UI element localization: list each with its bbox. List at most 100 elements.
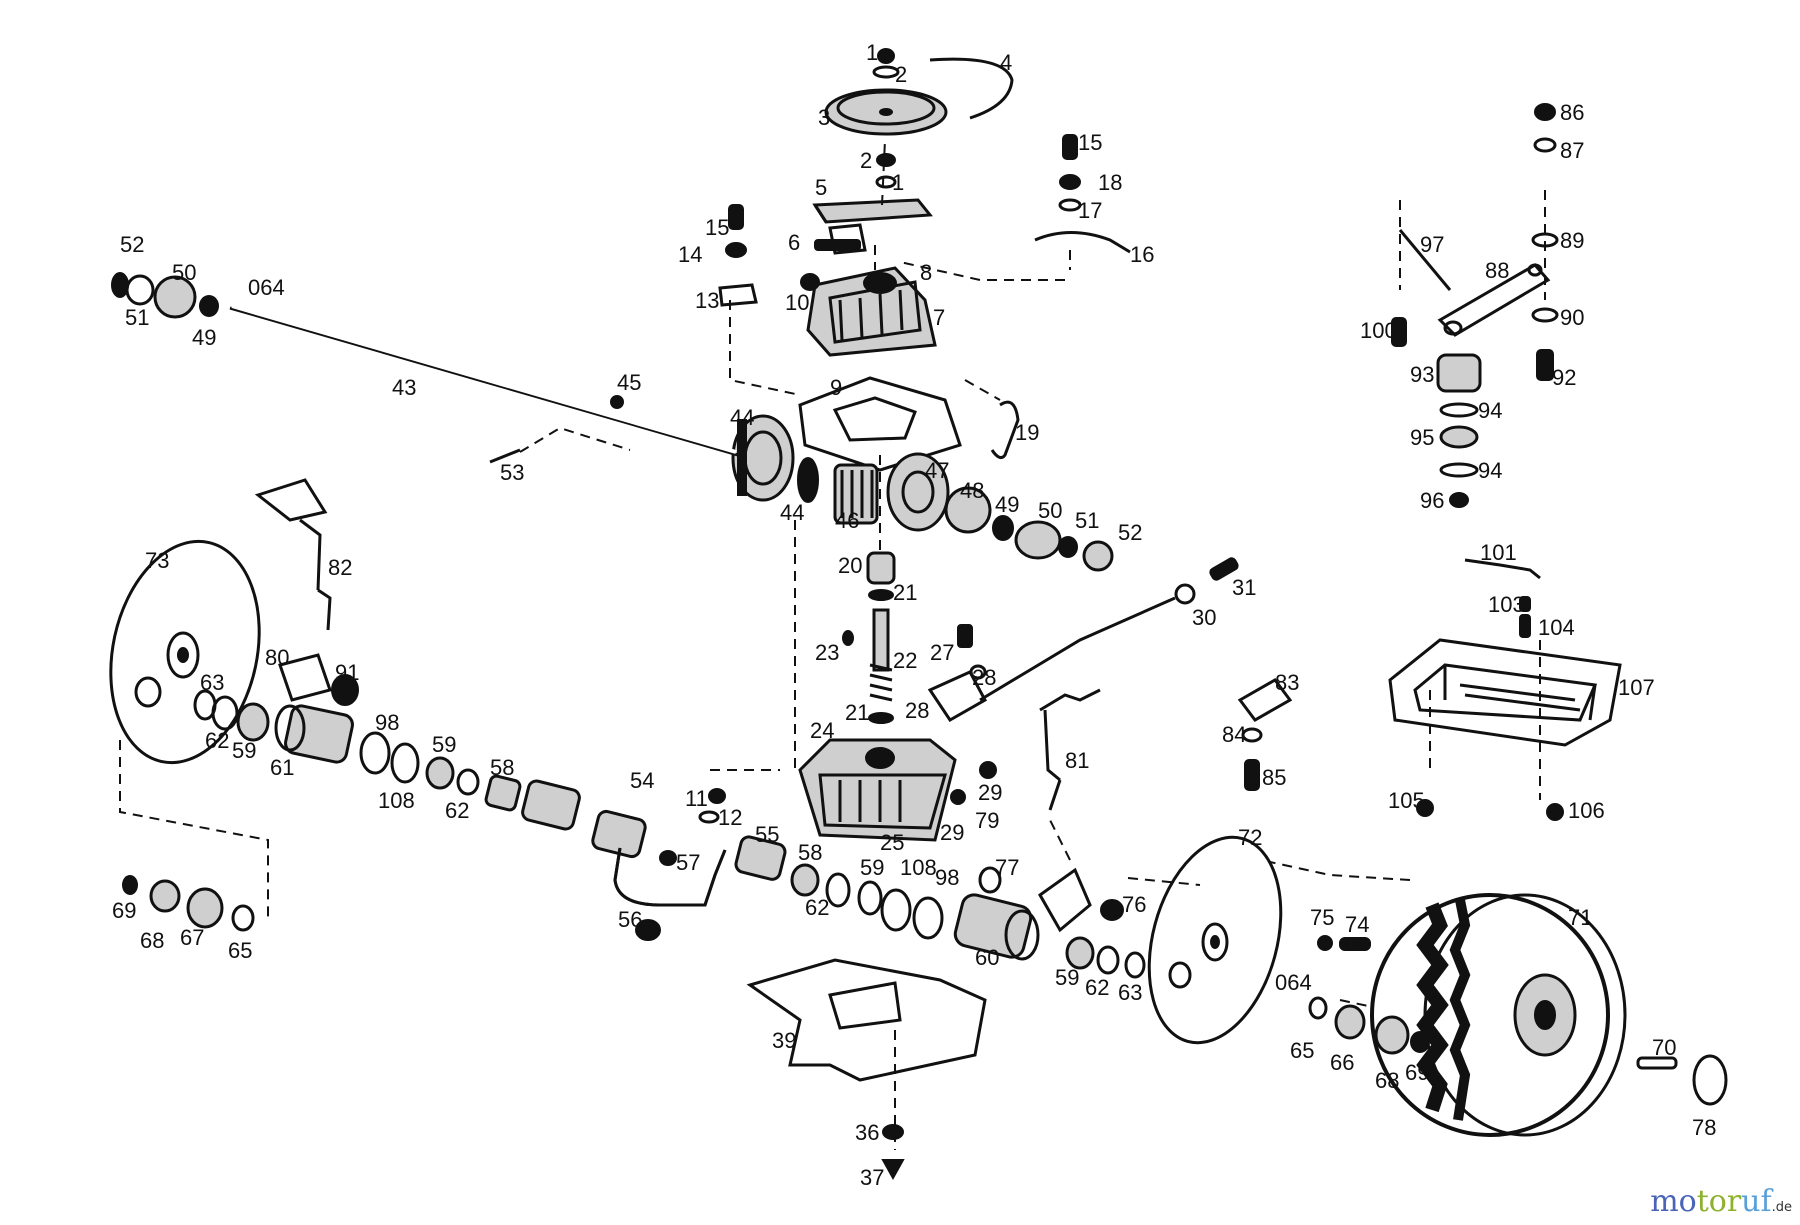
callout-6: 6 (788, 230, 800, 255)
callout-28b: 28 (905, 698, 929, 723)
callout-66: 66 (1330, 1050, 1354, 1075)
callout-29a: 29 (978, 780, 1002, 805)
callout-83: 83 (1275, 670, 1299, 695)
callout-2: 2 (895, 62, 907, 87)
callout-75: 75 (1310, 905, 1334, 930)
callout-44b: 44 (780, 500, 804, 525)
callout-91: 91 (335, 660, 359, 685)
callout-064b: 064 (1275, 970, 1312, 995)
callout-36: 36 (855, 1120, 879, 1145)
callout-62c: 62 (805, 895, 829, 920)
callout-94b: 94 (1478, 458, 1502, 483)
key-pin-53 (489, 426, 631, 464)
callout-69a: 69 (112, 898, 136, 923)
callout-49b: 49 (995, 492, 1019, 517)
callout-79: 79 (975, 808, 999, 833)
callout-85: 85 (1262, 765, 1286, 790)
callout-97: 97 (1420, 232, 1444, 257)
callout-87: 87 (1560, 138, 1584, 163)
callout-62d: 62 (1085, 975, 1109, 1000)
callout-82: 82 (328, 555, 352, 580)
right-hubcap-72 (1147, 835, 1283, 1045)
callout-10: 10 (785, 290, 809, 315)
callout-7: 7 (933, 305, 945, 330)
callout-1: 1 (866, 40, 878, 65)
callout-54: 54 (630, 768, 654, 793)
gearbox-top-cover (812, 198, 933, 255)
callout-53: 53 (500, 460, 524, 485)
deck-plate-39 (746, 958, 987, 1181)
lower-gearbox-casing (798, 738, 957, 842)
callout-78: 78 (1692, 1115, 1716, 1140)
washer-29b (950, 789, 966, 805)
callout-63a: 63 (200, 670, 224, 695)
callout-74: 74 (1345, 912, 1369, 937)
callout-31: 31 (1232, 575, 1256, 600)
watermark-part-2: tor (1696, 1184, 1742, 1219)
callout-21b: 21 (845, 700, 869, 725)
callout-80: 80 (265, 645, 289, 670)
callout-55: 55 (755, 822, 779, 847)
rear-flap-107 (1388, 638, 1622, 821)
callout-107: 107 (1618, 675, 1655, 700)
callout-45: 45 (617, 370, 641, 395)
callout-72: 72 (1238, 825, 1262, 850)
callout-103: 103 (1488, 592, 1525, 617)
watermark-tld: .de (1771, 1200, 1792, 1215)
callout-105: 105 (1388, 788, 1425, 813)
callout-15b: 15 (1078, 130, 1102, 155)
callout-47: 47 (925, 458, 949, 483)
callout-65b: 65 (1290, 1038, 1314, 1063)
callout-30: 30 (1192, 605, 1216, 630)
pin-12 (698, 810, 720, 824)
callout-28a: 28 (972, 665, 996, 690)
bolt-30 (979, 557, 1239, 702)
callout-51a: 51 (125, 305, 149, 330)
callout-8: 8 (920, 260, 932, 285)
callout-86: 86 (1560, 100, 1584, 125)
callout-1b: 1 (892, 170, 904, 195)
callout-61: 61 (270, 755, 294, 780)
callout-25: 25 (880, 830, 904, 855)
motoruf-watermark: motoruf.de (1650, 1184, 1792, 1219)
left-hubcap-73 (109, 539, 261, 765)
callout-46: 46 (835, 508, 859, 533)
callout-108a: 108 (378, 788, 415, 813)
callout-101: 101 (1480, 540, 1517, 565)
right-axle-parts (734, 835, 1146, 979)
callout-24: 24 (810, 718, 834, 743)
right-wheel-hub-parts (1308, 935, 1728, 1106)
callout-104: 104 (1538, 615, 1575, 640)
lever-82 (254, 478, 332, 631)
pulley-assembly (824, 48, 1014, 189)
callout-71: 71 (1568, 905, 1592, 930)
callout-50a: 50 (172, 260, 196, 285)
callout-73: 73 (145, 548, 169, 573)
gearbox-gasket (798, 376, 962, 472)
height-adjuster-88 (1391, 103, 1559, 381)
callout-16: 16 (1130, 242, 1154, 267)
callout-5: 5 (815, 175, 827, 200)
key-45 (610, 395, 624, 409)
bracket-83 (1237, 678, 1293, 791)
callout-59c: 59 (860, 855, 884, 880)
callout-59b: 59 (432, 732, 456, 757)
callout-23: 23 (815, 640, 839, 665)
callout-68b: 68 (1375, 1068, 1399, 1093)
callout-13: 13 (695, 288, 719, 313)
callout-20: 20 (838, 553, 862, 578)
callout-95: 95 (1410, 425, 1434, 450)
callout-59d: 59 (1055, 965, 1079, 990)
callout-51b: 51 (1075, 508, 1099, 533)
callout-69b: 69 (1405, 1060, 1429, 1085)
callout-77: 77 (995, 855, 1019, 880)
callout-50b: 50 (1038, 498, 1062, 523)
callout-4: 4 (1000, 50, 1012, 75)
callout-100: 100 (1360, 318, 1397, 343)
callout-48: 48 (960, 478, 984, 503)
callout-67: 67 (180, 925, 204, 950)
callout-11: 11 (685, 786, 708, 811)
callout-21a: 21 (893, 580, 917, 605)
callout-98a: 98 (375, 710, 399, 735)
watermark-part-1: mo (1650, 1184, 1697, 1219)
